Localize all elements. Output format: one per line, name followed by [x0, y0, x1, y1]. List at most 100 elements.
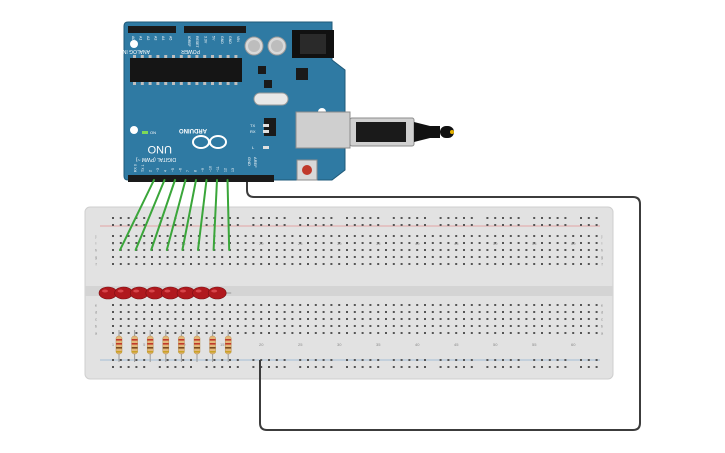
breadboard-hole [502, 325, 504, 327]
breadboard-hole [283, 235, 286, 237]
breadboard-hole [213, 332, 216, 334]
breadboard-hole [299, 235, 302, 237]
rail-hole [353, 366, 356, 368]
rail-hole [252, 224, 255, 226]
reset-button-cap[interactable] [302, 165, 312, 175]
analog-label: ANALOG IN [122, 48, 150, 54]
signal-wire[interactable] [181, 179, 197, 251]
breadboard-hole [119, 263, 122, 265]
resistor-array[interactable] [115, 330, 232, 362]
breadboard-hole [252, 242, 255, 244]
breadboard-hole [525, 325, 528, 327]
led-highlight [195, 289, 202, 293]
rail-hole [236, 224, 239, 226]
signal-wire[interactable] [165, 179, 187, 251]
usb-port[interactable] [295, 111, 351, 149]
rail-hole [135, 366, 138, 368]
breadboard-hole [127, 235, 130, 237]
breadboard-hole [260, 304, 263, 306]
breadboard-hole [166, 235, 169, 237]
breadboard-hole [509, 304, 512, 306]
power-header[interactable] [184, 26, 246, 33]
rail-hole [439, 224, 442, 226]
breadboard-hole [236, 249, 239, 251]
rail-hole [174, 224, 177, 226]
pin-label: IOREF [187, 36, 191, 47]
column-label: 5 [143, 342, 146, 347]
rail-hole [548, 224, 551, 226]
rail-hole [112, 224, 114, 226]
row-label: f [95, 262, 97, 267]
breadboard-hole [322, 235, 325, 237]
breadboard-hole [361, 318, 364, 320]
breadboard-hole [244, 311, 247, 313]
breadboard-hole [205, 311, 208, 313]
pin-label: GND [220, 36, 224, 44]
breadboard-hole [416, 249, 419, 251]
breadboard[interactable]: 1155101015152020252530303535404045455050… [84, 206, 614, 380]
breadboard-hole [213, 263, 216, 265]
ground-wire[interactable] [246, 178, 641, 431]
breadboard-hole [213, 311, 216, 313]
rail-hole [541, 366, 543, 368]
breadboard-hole [478, 249, 481, 251]
chip-pin [211, 82, 214, 85]
usb-cable[interactable] [349, 117, 454, 147]
rail-hole [392, 359, 395, 361]
column-label: 25 [298, 342, 303, 347]
breadboard-hole [190, 304, 192, 306]
rail-hole [564, 217, 567, 219]
breadboard-hole [361, 325, 364, 327]
rail-hole [174, 359, 177, 361]
signal-wire[interactable] [226, 179, 231, 251]
breadboard-hole [400, 242, 403, 244]
breadboard-hole [439, 263, 442, 265]
breadboard-hole [213, 256, 216, 258]
breadboard-hole [431, 242, 434, 244]
rail-hole [127, 217, 130, 219]
signal-wire[interactable] [134, 179, 166, 251]
red-led[interactable] [207, 286, 227, 300]
breadboard-hole [314, 332, 317, 334]
breadboard-hole [494, 263, 497, 265]
signal-wire[interactable] [150, 179, 176, 251]
rail-hole [361, 217, 364, 219]
breadboard-hole [455, 249, 458, 251]
breadboard-hole [548, 304, 551, 306]
rail-hole [283, 359, 286, 361]
breadboard-hole [556, 311, 559, 313]
breadboard-hole [190, 256, 192, 258]
rail-hole [486, 217, 489, 219]
rail-hole [564, 359, 567, 361]
rail-hole [112, 359, 114, 361]
breadboard-hole [338, 235, 341, 237]
breadboard-hole [330, 311, 333, 313]
led-signal-wires[interactable] [119, 179, 231, 251]
breadboard-hole [314, 325, 317, 327]
signal-wire[interactable] [212, 179, 218, 251]
breadboard-hole [268, 318, 270, 320]
breadboard-hole [174, 256, 177, 258]
breadboard-hole [502, 263, 504, 265]
breadboard-hole [252, 263, 255, 265]
rail-hole [119, 217, 122, 219]
rail-hole [166, 217, 169, 219]
analog-header[interactable] [128, 26, 176, 33]
digital-pin-label: ~10 [209, 166, 213, 172]
breadboard-hole [392, 256, 395, 258]
breadboard-hole [541, 318, 543, 320]
breadboard-hole [252, 249, 255, 251]
led-array[interactable] [98, 286, 232, 300]
breadboard-hole [229, 304, 231, 306]
breadboard-hole [447, 242, 450, 244]
breadboard-hole [548, 325, 551, 327]
row-label: h [601, 248, 603, 253]
breadboard-hole [564, 304, 567, 306]
signal-wire[interactable] [197, 179, 208, 251]
digital-header[interactable] [128, 175, 274, 182]
breadboard-hole [439, 325, 442, 327]
signal-wire[interactable] [119, 179, 155, 251]
breadboard-hole [556, 325, 559, 327]
rail-hole [408, 224, 411, 226]
